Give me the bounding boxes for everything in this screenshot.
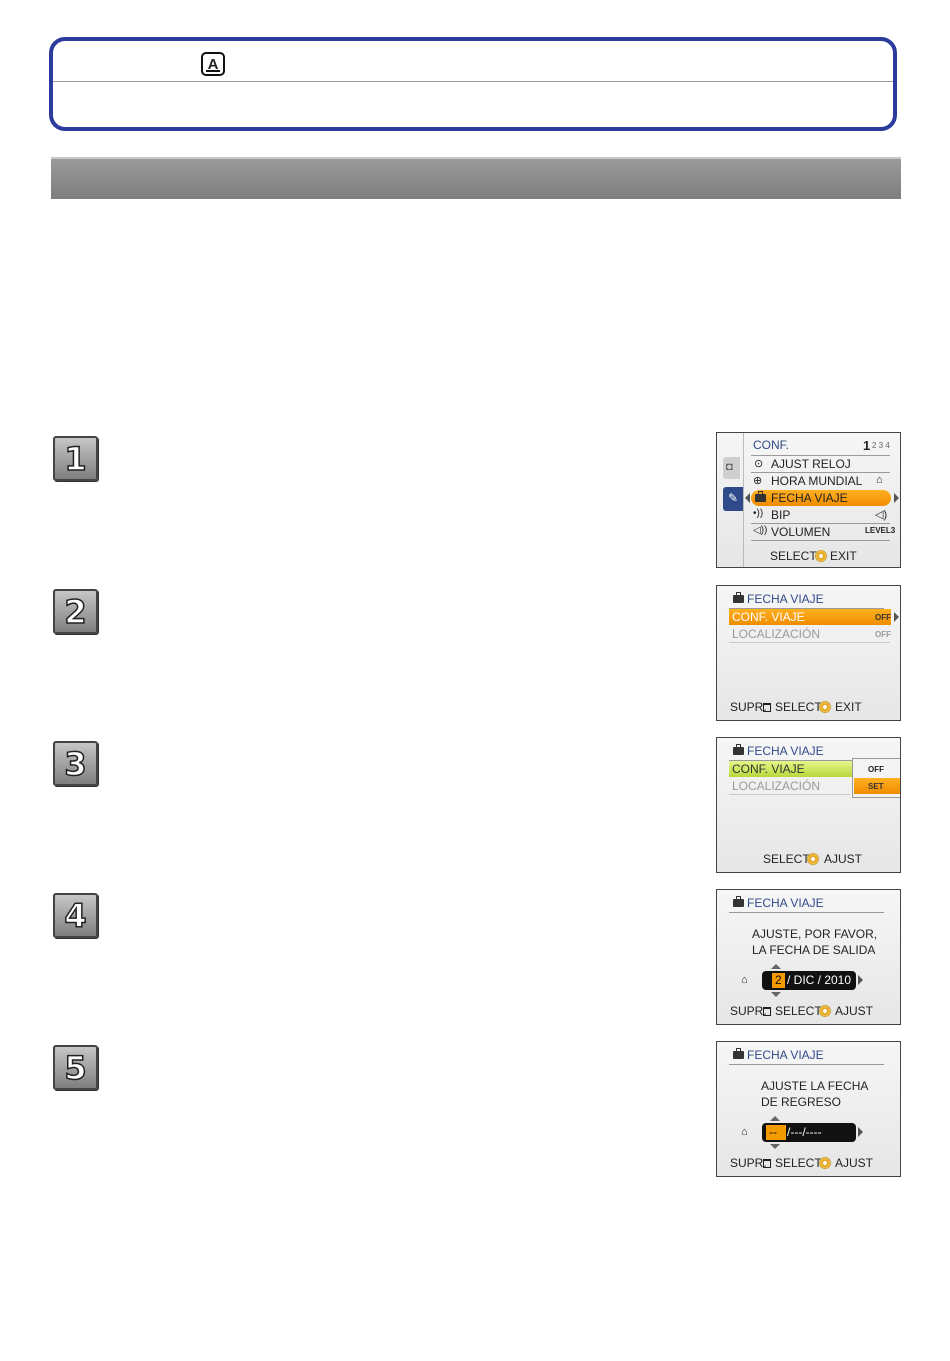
step-5-badge: 5 [53, 1045, 98, 1090]
menu-item-localizacion[interactable]: LOCALIZACIÓN [732, 779, 821, 793]
date-rest: / DIC / 2010 [787, 973, 852, 987]
screen-departure-date: FECHA VIAJE AJUSTE, POR FAVOR, LA FECHA … [716, 889, 901, 1025]
section-title-bar [51, 157, 901, 199]
step-1-badge: 1 [53, 436, 98, 481]
globe-icon: ⊕ [753, 475, 763, 487]
step-2-badge: 2 [53, 589, 98, 634]
screen-title: FECHA VIAJE [733, 592, 824, 606]
option-set[interactable]: SET [854, 778, 900, 794]
screen-travel-date: FECHA VIAJE CONF. VIAJE OFF LOCALIZACIÓN… [716, 585, 901, 721]
suitcase-icon [733, 592, 744, 603]
date-field[interactable]: -- /---/---- [762, 1123, 856, 1142]
date-day: -- [769, 1125, 777, 1139]
screen-travel-setup-select: FECHA VIAJE CONF. VIAJE LOCALIZACIÓN OFF… [716, 737, 901, 873]
title-rule [729, 1064, 884, 1065]
screen-setup-menu: ◘ ✎ CONF. 1 2 3 4 ⊙ AJUST RELOJ ⊕ HORA M… [716, 432, 901, 568]
camera-icon: ◘ [726, 461, 733, 473]
beep-icon: •)) [753, 508, 764, 519]
down-arrow-icon [770, 1144, 780, 1149]
step-4-badge: 4 [53, 893, 98, 938]
up-arrow-icon [770, 1116, 780, 1121]
option-off[interactable]: OFF [868, 765, 884, 774]
cursor-button-icon [814, 549, 828, 563]
clock-icon: ⊙ [754, 458, 764, 470]
wrench-icon: ✎ [728, 491, 739, 505]
cursor-button-icon [818, 1156, 832, 1170]
suitcase-icon [755, 491, 769, 505]
cursor-button-icon [806, 852, 820, 866]
title-rule [751, 455, 890, 456]
right-arrow-icon [894, 612, 899, 622]
item-rule [729, 642, 890, 643]
date-rest: /---/---- [787, 1125, 822, 1139]
suitcase-icon [733, 896, 744, 907]
suitcase-icon [733, 744, 744, 755]
message-line-1: AJUSTE LA FECHA [761, 1079, 869, 1093]
date-day-cursor [772, 973, 785, 988]
menu-title: CONF. [753, 438, 789, 452]
message-line-2: LA FECHA DE SALIDA [752, 943, 876, 957]
item-rule [729, 794, 850, 795]
right-arrow-icon [894, 493, 899, 503]
right-arrow-icon [858, 975, 863, 985]
volume-icon: ◁)) [753, 525, 768, 536]
tab-separator [743, 433, 744, 567]
screen-title: FECHA VIAJE [733, 1048, 824, 1062]
header-box: A [49, 37, 897, 131]
trash-icon [762, 700, 772, 714]
item-rule [751, 540, 890, 541]
page-rest: 2 3 4 [872, 441, 890, 450]
message-line-2: DE REGRESO [761, 1095, 842, 1109]
menu-item-fecha-viaje[interactable]: FECHA VIAJE [751, 490, 891, 506]
right-arrow-icon [858, 1127, 863, 1137]
trash-icon [762, 1004, 772, 1018]
left-arrow-icon [745, 493, 750, 503]
page-current: 1 [863, 438, 871, 453]
speaker-icon: ◁) [875, 509, 888, 521]
item-rule [751, 472, 890, 473]
home-icon: ⌂ [741, 974, 748, 986]
cursor-button-icon [818, 700, 832, 714]
menu-item-conf-viaje[interactable]: CONF. VIAJE [729, 761, 853, 777]
screen-title: FECHA VIAJE [733, 896, 824, 910]
screen-title: FECHA VIAJE [733, 744, 824, 758]
intelligent-auto-mode-icon: A [201, 52, 225, 76]
header-divider [53, 81, 893, 82]
camera-tab[interactable]: ◘ [723, 457, 740, 479]
home-icon: ⌂ [876, 474, 883, 486]
trash-icon [762, 1156, 772, 1170]
cursor-button-icon [818, 1004, 832, 1018]
message-line-1: AJUSTE, POR FAVOR, [752, 927, 878, 941]
item-rule [751, 523, 890, 524]
option-popup: OFF SET [852, 758, 900, 798]
home-icon: ⌂ [741, 1126, 748, 1138]
menu-item-conf-viaje[interactable]: CONF. VIAJE OFF [729, 609, 891, 625]
up-arrow-icon [771, 964, 781, 969]
date-field[interactable]: 2 / DIC / 2010 [762, 971, 856, 990]
title-rule [729, 760, 884, 761]
setup-tab[interactable]: ✎ [723, 487, 743, 511]
screen-return-date: FECHA VIAJE AJUSTE LA FECHA DE REGRESO ⌂… [716, 1041, 901, 1177]
suitcase-icon [733, 1048, 744, 1059]
down-arrow-icon [771, 992, 781, 997]
step-3-badge: 3 [53, 741, 98, 786]
volume-level: LEVEL3 [865, 526, 896, 535]
title-rule [729, 608, 884, 609]
date-day-cursor [766, 1125, 786, 1140]
title-rule [729, 912, 884, 913]
date-day: 2 [775, 973, 782, 987]
